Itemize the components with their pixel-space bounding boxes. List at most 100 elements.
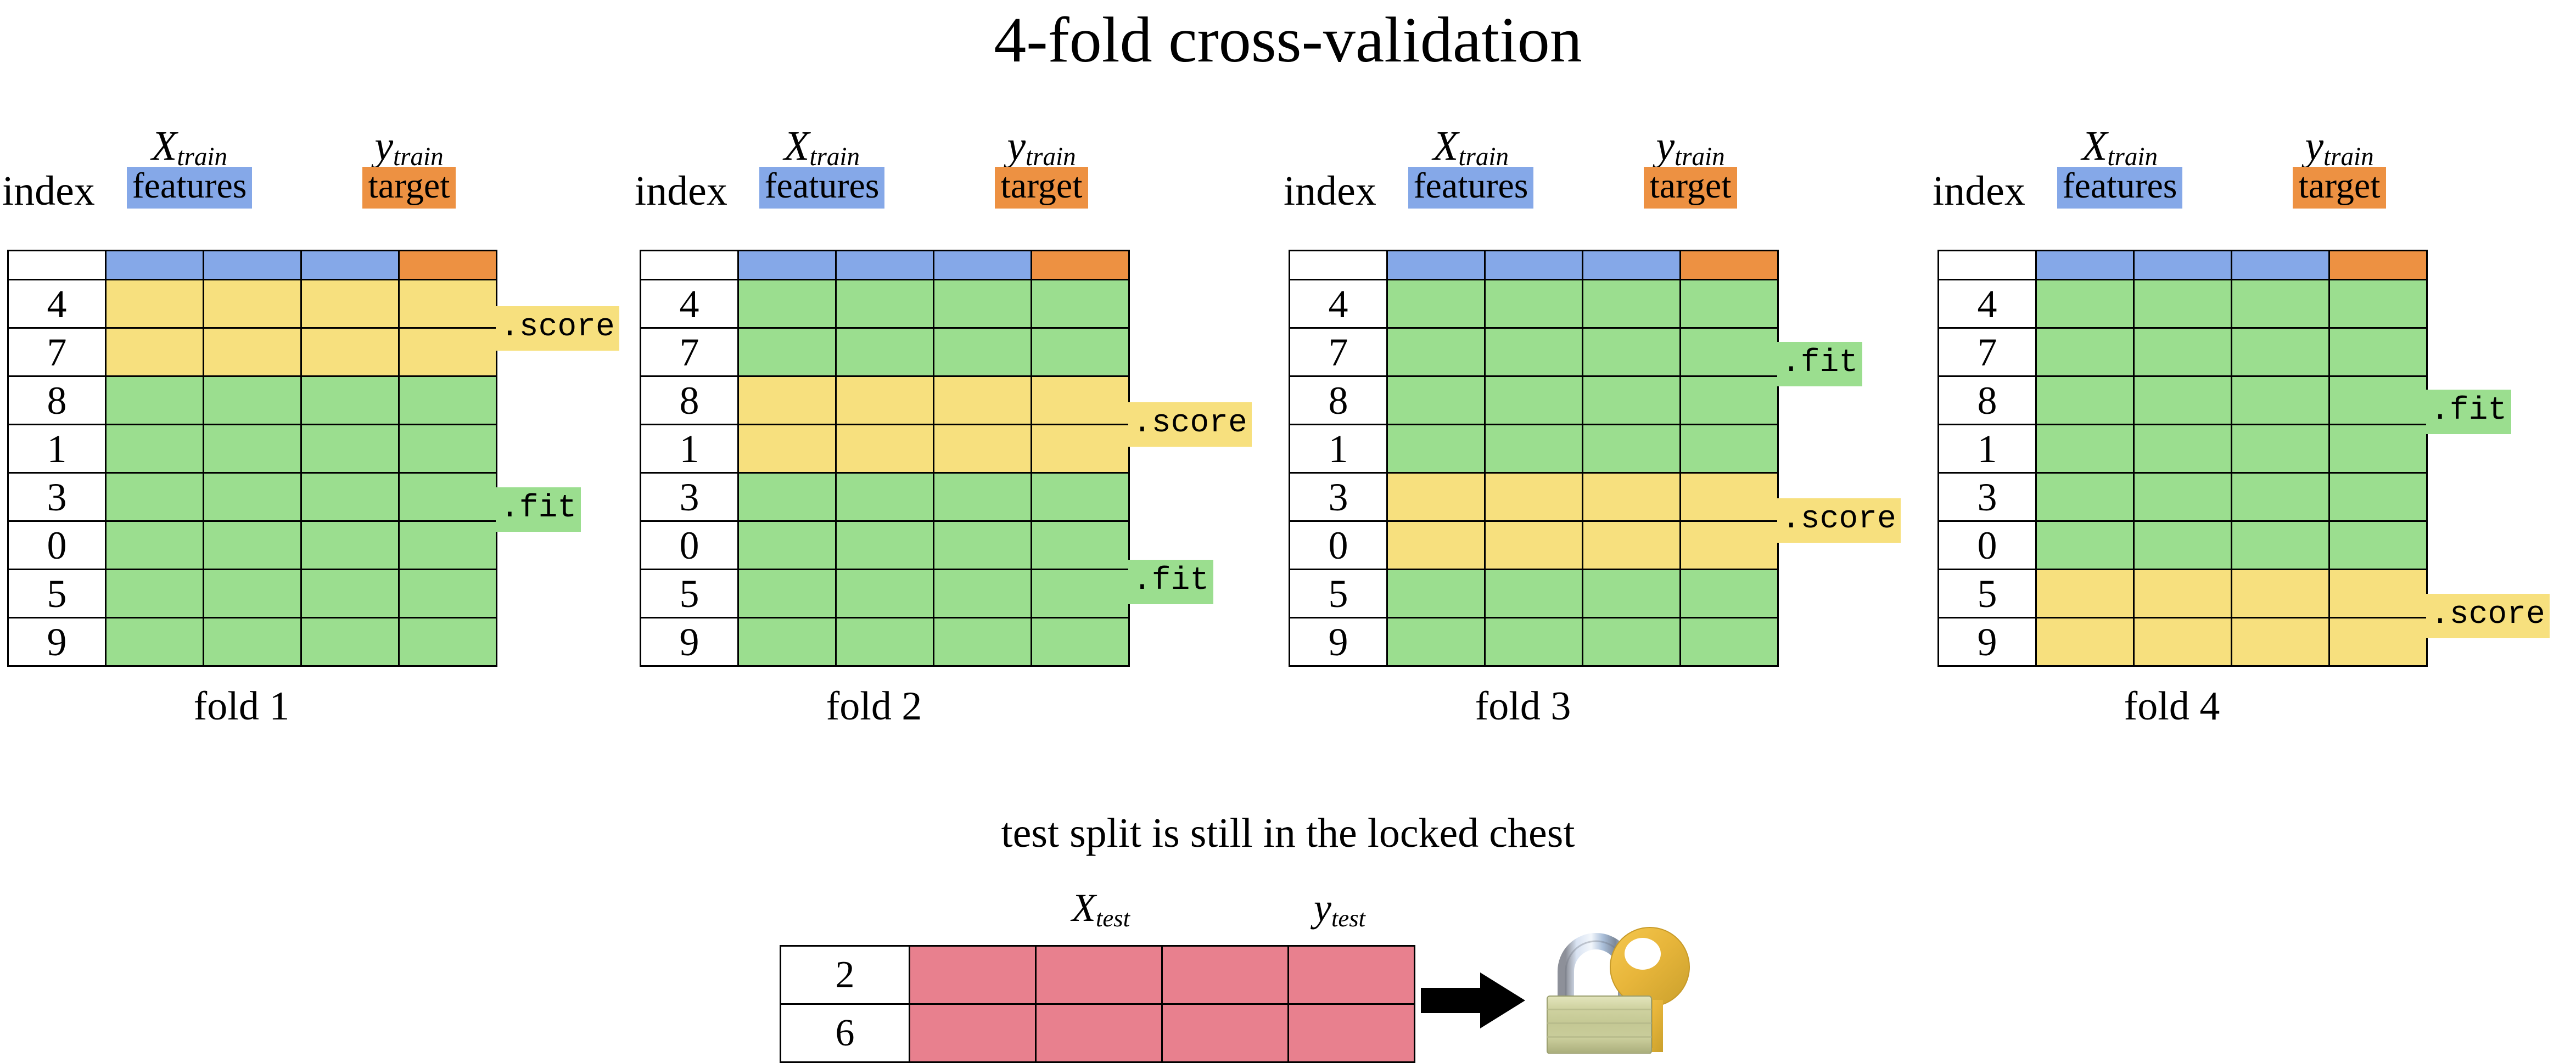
data-cell — [398, 617, 497, 667]
fold-caption-2: fold 2 — [826, 684, 922, 729]
data-cell — [1484, 375, 1583, 425]
data-cell — [105, 375, 204, 425]
data-cell — [1035, 1003, 1163, 1063]
target-chip: target — [2293, 167, 2386, 209]
header-feature-cell — [105, 250, 204, 280]
data-cell — [2231, 327, 2330, 377]
fit-label-2: .fit — [1128, 560, 1214, 604]
features-chip: features — [1408, 167, 1534, 209]
data-cell — [2231, 617, 2330, 667]
fold-panel-4: index Xtrain features ytrain target 4 7 … — [1930, 0, 2567, 768]
table-row: 3 — [7, 472, 497, 522]
header-feature-cell — [1484, 250, 1583, 280]
data-cell — [1031, 472, 1130, 522]
data-cell — [1484, 424, 1583, 474]
right-arrow-icon — [1421, 972, 1525, 1028]
row-index: 3 — [1937, 472, 2037, 522]
row-index: 8 — [1289, 375, 1388, 425]
table-row: 8 — [7, 375, 497, 425]
data-cell — [737, 279, 837, 329]
test-split-table: 2 6 — [780, 945, 1415, 1063]
data-cell — [1386, 472, 1486, 522]
table-row: 8 — [1937, 375, 2428, 425]
data-cell — [933, 617, 1032, 667]
data-cell — [835, 569, 934, 618]
data-cell — [2035, 424, 2135, 474]
data-cell — [1679, 472, 1779, 522]
index-column-label: index — [635, 168, 727, 214]
target-header-group: ytrain target — [973, 125, 1110, 209]
data-cell — [2133, 472, 2232, 522]
test-split-note: test split is still in the locked chest — [1001, 810, 1575, 856]
row-index: 8 — [7, 375, 107, 425]
data-cell — [737, 327, 837, 377]
data-cell — [1161, 945, 1289, 1005]
data-cell — [2035, 617, 2135, 667]
fold-caption-1: fold 1 — [193, 684, 290, 729]
data-cell — [2231, 375, 2330, 425]
x-train-symbol: Xtrain — [783, 123, 860, 172]
closed-lock-with-key-icon — [1547, 927, 1690, 1054]
data-cell — [1031, 279, 1130, 329]
data-cell — [2231, 472, 2330, 522]
data-cell — [835, 472, 934, 522]
table-row: 9 — [1937, 617, 2428, 667]
data-cell — [2035, 327, 2135, 377]
header-feature-cell — [2133, 250, 2232, 280]
data-cell — [300, 424, 400, 474]
data-cell — [1386, 520, 1486, 570]
data-cell — [2328, 617, 2428, 667]
table-row: 3 — [1289, 472, 1779, 522]
data-cell — [300, 520, 400, 570]
fit-label-1: .fit — [496, 487, 581, 532]
fold-table-4: 4 7 8 1 3 0 5 9 — [1937, 250, 2428, 667]
row-index: 7 — [7, 327, 107, 377]
table-row: 6 — [780, 1003, 1415, 1063]
data-cell — [835, 327, 934, 377]
row-index: 8 — [1937, 375, 2037, 425]
data-cell — [1386, 279, 1486, 329]
data-cell — [2035, 569, 2135, 618]
fold-table-1: 4 7 8 1 3 0 5 9 — [7, 250, 497, 667]
header-feature-cell — [737, 250, 837, 280]
data-cell — [203, 520, 302, 570]
data-cell — [1679, 327, 1779, 377]
data-cell — [203, 327, 302, 377]
table-row: 5 — [640, 569, 1130, 618]
target-header-group: ytrain target — [1622, 125, 1759, 209]
data-cell — [1679, 424, 1779, 474]
index-column-label: index — [1933, 168, 2025, 214]
row-index: 9 — [7, 617, 107, 667]
data-cell — [1582, 617, 1681, 667]
header-feature-cell — [2231, 250, 2330, 280]
features-chip: features — [759, 167, 885, 209]
y-train-symbol: ytrain — [374, 123, 444, 172]
header-index-cell — [7, 250, 107, 280]
data-cell — [2328, 520, 2428, 570]
data-cell — [2328, 327, 2428, 377]
data-cell — [105, 520, 204, 570]
table-row: 4 — [7, 279, 497, 329]
data-cell — [933, 520, 1032, 570]
data-cell — [1035, 945, 1163, 1005]
data-cell — [398, 520, 497, 570]
row-index: 1 — [7, 424, 107, 474]
table-row: 4 — [1937, 279, 2428, 329]
data-cell — [203, 424, 302, 474]
row-index: 5 — [640, 569, 739, 618]
y-train-symbol: ytrain — [2305, 123, 2374, 172]
row-index: 5 — [1289, 569, 1388, 618]
table-row: 9 — [640, 617, 1130, 667]
row-index: 0 — [1937, 520, 2037, 570]
data-cell — [737, 375, 837, 425]
row-index: 4 — [640, 279, 739, 329]
data-cell — [933, 472, 1032, 522]
row-index: 0 — [7, 520, 107, 570]
row-index: 1 — [1289, 424, 1388, 474]
data-cell — [1386, 424, 1486, 474]
features-header-group: Xtrain features — [734, 123, 910, 209]
table-header-row — [640, 250, 1130, 280]
header-feature-cell — [2035, 250, 2135, 280]
data-cell — [105, 279, 204, 329]
row-index: 6 — [780, 1003, 910, 1063]
